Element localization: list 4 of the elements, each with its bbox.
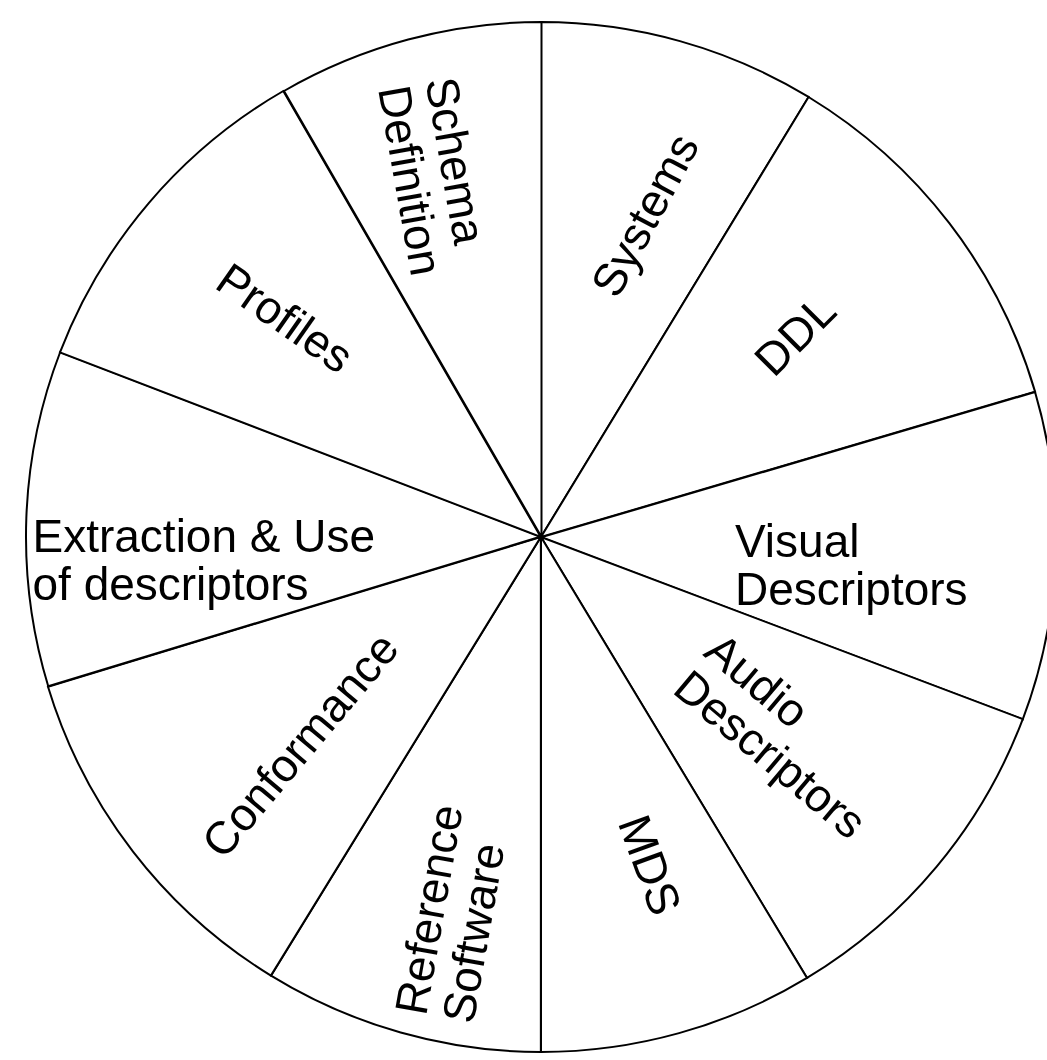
slice-label: Extraction & Use of descriptors — [32, 511, 377, 609]
slice-label: Reference Software — [386, 800, 516, 1027]
slice-label: Visual Descriptors — [735, 516, 969, 614]
slice-label: DDL — [745, 285, 845, 385]
